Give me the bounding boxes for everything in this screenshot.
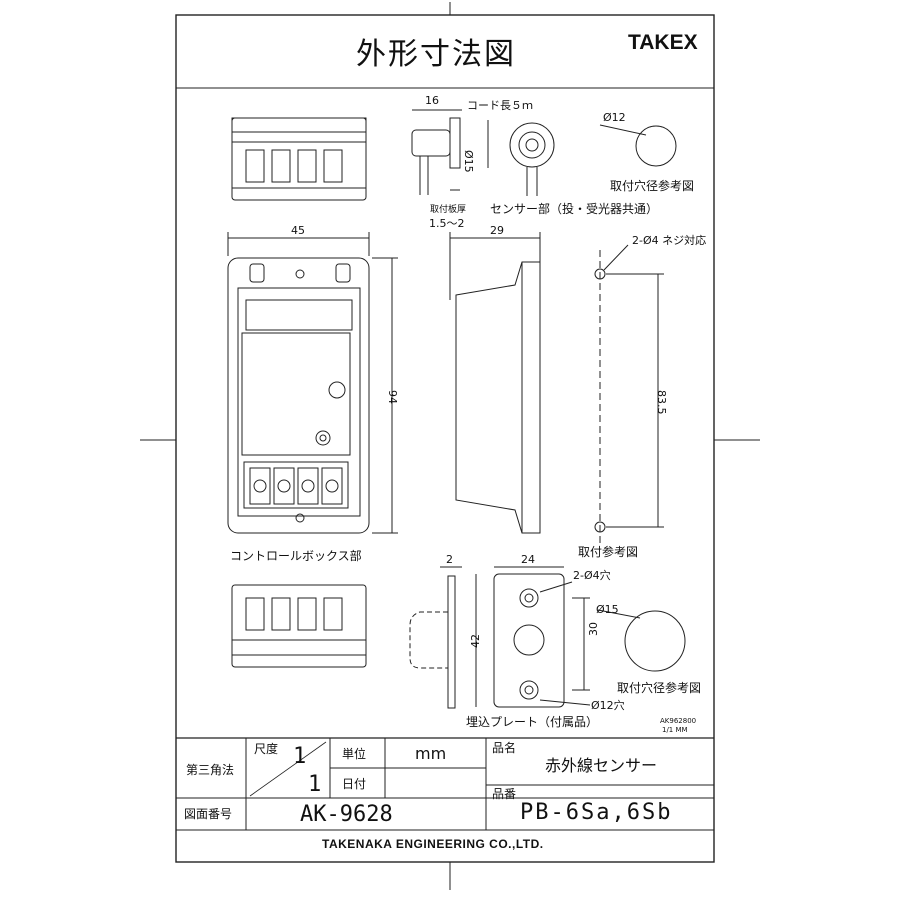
sensor-caption: センサー部（投・受光器共通） (490, 202, 659, 216)
plate-holes-label: 2-Ø4穴 (573, 569, 611, 582)
scale-label: 尺度 (254, 742, 279, 756)
product-no-label: 品番 (492, 787, 517, 801)
panel-thickness-value: 1.5～2 (429, 217, 465, 230)
product-number: PB-6Sa,6Sb (520, 800, 673, 825)
product-name-label: 品名 (492, 741, 517, 755)
plate-hole-caption: 取付穴径参考図 (617, 681, 702, 695)
scale-numerator: 1 (293, 744, 307, 769)
plate-caption: 埋込プレート（付属品） (466, 715, 599, 729)
sensor-side-view (411, 109, 489, 195)
plate-width-dim: 24 (521, 553, 535, 566)
control-box-caption: コントロールボックス部 (230, 549, 362, 563)
plate-side-view (409, 566, 462, 709)
projection-label: 第三角法 (186, 763, 235, 777)
drawing-frame (175, 14, 715, 863)
box-depth-dim: 29 (490, 224, 504, 237)
date-label: 日付 (342, 777, 367, 791)
unit-value: mm (415, 744, 447, 763)
plate-thickness-dim: 2 (446, 553, 453, 566)
control-box-top-view (231, 117, 367, 201)
brand-logo: TAKEX (628, 31, 698, 54)
drawing-number: AK-9628 (300, 802, 393, 827)
sensor-hole-caption: 取付穴径参考図 (610, 179, 695, 193)
sensor-hole-diameter: Ø12 (603, 111, 626, 124)
drawing-no-label: 図面番号 (184, 807, 233, 821)
scale-unit-note: 1/1 MM (662, 726, 688, 734)
mount-pitch-dim: 83.5 (655, 390, 668, 415)
control-box-front-view (227, 232, 398, 534)
drawing-code: AK962800 (660, 717, 697, 725)
plate-pitch-dim: 30 (587, 622, 600, 636)
plate-front-view (475, 566, 591, 708)
scale-denominator: 1 (308, 772, 322, 797)
plate-height-dim: 42 (469, 634, 482, 648)
title-block-grid (176, 737, 714, 831)
cord-length-label: コード長５ｍ (467, 99, 533, 112)
control-box-side-view (449, 232, 541, 534)
plate-hole-diameter: Ø15 (596, 603, 619, 616)
sensor-diameter-dim: Ø15 (462, 150, 475, 173)
unit-label: 単位 (342, 747, 367, 761)
box-width-dim: 45 (291, 224, 305, 237)
box-height-dim: 94 (386, 390, 399, 404)
mount-holes-label: 2-Ø4 ネジ対応 (632, 234, 707, 247)
control-box-bottom-view (231, 584, 367, 668)
sensor-width-dim: 16 (425, 94, 439, 107)
page-title: 外形寸法図 (356, 37, 516, 72)
mount-reference-diagram (594, 244, 664, 545)
product-name: 赤外線センサー (545, 756, 658, 775)
sensor-hole-diagram (635, 125, 677, 167)
plate-hole-diagram (624, 610, 686, 672)
plate-center-hole-label: Ø12穴 (591, 699, 625, 712)
company-name: TAKENAKA ENGINEERING CO.,LTD. (322, 837, 544, 851)
sensor-front-view (509, 122, 555, 196)
mount-caption: 取付参考図 (578, 545, 639, 559)
panel-thickness-label: 取付板厚 (430, 205, 467, 215)
